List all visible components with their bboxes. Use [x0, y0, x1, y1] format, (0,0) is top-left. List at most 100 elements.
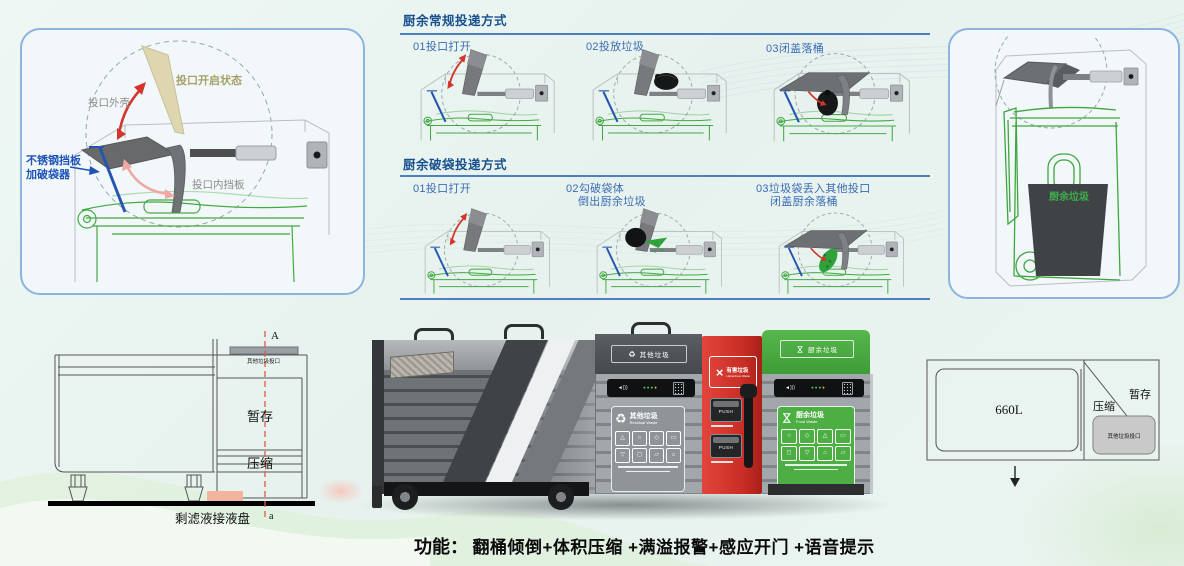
open-flap	[461, 49, 488, 96]
hazardous-title-cn: 有害垃圾	[726, 368, 749, 374]
step-diagram-open	[420, 49, 556, 142]
push-button-label: PUSH	[718, 445, 734, 450]
blue-pointer-arrow	[69, 166, 100, 175]
red-arrow-icon	[448, 212, 469, 247]
sorting-icon-cell: ◻	[781, 446, 797, 461]
sorting-icon-cell: ◻	[632, 448, 647, 463]
residual-top-sign: ♻ 其他垃圾	[611, 345, 687, 363]
wheel-icon	[548, 484, 574, 510]
step-diagram-hook-bag	[596, 208, 723, 295]
door-handle-knob	[740, 384, 757, 398]
residual-title-cn: 其他垃圾	[629, 412, 658, 420]
steel-plate-line	[98, 147, 127, 213]
push-button: PUSH	[710, 398, 742, 422]
sorting-icon-cell: ▱	[835, 446, 851, 461]
inner-flap-label: 投口内挡板	[192, 178, 245, 191]
open-flap	[463, 208, 487, 253]
outer-shell-label: 投口外壳	[88, 96, 130, 109]
section-divider-line	[400, 175, 930, 177]
button-caption-mark	[711, 461, 733, 463]
container-label-plate	[390, 351, 454, 379]
recycle-icon: ♻	[615, 411, 627, 426]
trash-bag	[653, 72, 679, 91]
side-view-drawing: A a 其他垃圾投口 暂存 压缩 剩滤液接液盘	[48, 330, 315, 526]
sorting-icon-cell: ◇	[649, 431, 664, 446]
lid-mechanism-panel: 投口开启状态 投口外壳 不锈钢挡板 加破袋器 投口内挡板	[20, 28, 365, 295]
lid-mechanism-diagram: 投口开启状态 投口外壳 不锈钢挡板 加破袋器 投口内挡板	[25, 40, 330, 283]
food-waste-icon: ⋈	[780, 412, 794, 424]
step-diagram-drop-waste	[592, 49, 728, 142]
section-divider-line	[400, 298, 930, 300]
bin-outline	[424, 212, 551, 295]
housing-outline	[995, 49, 1147, 287]
sorting-icon-cell: ▽	[615, 448, 630, 463]
green-bin-outline	[77, 190, 309, 283]
unit-top-cap: ⋈ 厨余垃圾	[762, 330, 870, 374]
container-body	[372, 340, 595, 494]
lid-arm	[476, 84, 549, 102]
residual-waste-unit: ♻ 其他垃圾 ◄))) ●●●● ♻ 其他垃圾 Residual Waste	[595, 322, 703, 518]
section-divider-line	[400, 33, 930, 35]
indicator-lights: ●●●●	[811, 384, 826, 390]
bin-outline	[773, 52, 911, 143]
volume-label: 660L	[995, 402, 1023, 417]
compression-machine: ♻ 其他垃圾 ◄))) ●●●● ♻ 其他垃圾 Residual Waste	[360, 322, 888, 520]
food-title-cn: 厨余垃圾	[796, 411, 824, 419]
sorting-icon-cell: ⌂	[817, 446, 833, 461]
food-placard: ⋈ 厨余垃圾 Food Waste ○◇ △▭ ◻▽ ⌂▱	[777, 406, 855, 494]
down-arrow-icon	[1010, 466, 1020, 487]
caption-prefix: 功能：	[414, 537, 468, 557]
bin-outline	[778, 212, 905, 295]
red-arrow-icon	[117, 82, 146, 140]
compress-label: 压缩	[1093, 400, 1115, 413]
open-flap-ghost	[141, 45, 185, 135]
speaker-icon: ◄)))	[785, 384, 795, 391]
storage-label: 暂存	[1129, 387, 1151, 401]
recycle-icon: ♻	[628, 349, 636, 359]
sorting-icon-cell: ▭	[666, 431, 681, 446]
hazardous-title-en: Hazardous Waste	[726, 374, 751, 378]
inner-flap-rod	[1048, 64, 1058, 109]
push-button-label: PUSH	[718, 409, 734, 414]
keypad-icon	[673, 381, 685, 395]
food-waste-bag	[1028, 184, 1108, 276]
keypad-icon	[841, 381, 853, 395]
wheel-icon	[392, 484, 418, 510]
container-underside	[384, 482, 589, 496]
food-top-sign: ⋈ 厨余垃圾	[780, 340, 854, 358]
bin-outline	[420, 53, 556, 142]
red-arrow-icon	[446, 53, 468, 90]
lid-arm	[477, 241, 544, 258]
left-pillar	[372, 340, 384, 494]
caption-text: 翻桶倾倒+体积压缩 +满溢报警+感应开门 +语音提示	[472, 538, 875, 557]
container-unit	[372, 322, 595, 518]
open-state-label: 投口开启状态	[176, 73, 242, 87]
steel-plate-label-line1: 不锈钢挡板	[26, 153, 82, 167]
step-diagram-open	[424, 208, 551, 295]
residual-sign-text: 其他垃圾	[639, 352, 670, 359]
sorting-icon-cell: ▱	[649, 448, 664, 463]
step-label: 倒出厨余垃圾	[578, 196, 646, 208]
storage-label: 暂存	[247, 409, 273, 424]
bag-label: 厨余垃圾	[1049, 190, 1090, 203]
inlet-label: 其他垃圾投口	[247, 357, 280, 365]
rotation-dashed-circle	[85, 40, 273, 228]
sorting-icon-cell: ▭	[835, 429, 851, 444]
sorting-icon-grid: ○◇ △▭ ◻▽ ⌂▱	[781, 429, 851, 461]
inlet-label: 其他垃圾投口	[1107, 432, 1140, 440]
step-label: 02投放垃圾	[586, 41, 645, 53]
sorting-icon-cell: ◇	[799, 429, 815, 444]
step-diagram-bag-other-inlet	[778, 212, 905, 295]
step-label: 01投口打开	[413, 183, 472, 195]
button-caption-mark	[711, 425, 733, 427]
open-flap	[633, 49, 660, 96]
push-button: PUSH	[710, 434, 742, 458]
other-inlet-area	[1092, 415, 1156, 455]
housing-outline	[74, 119, 330, 282]
speaker-icon: ◄)))	[617, 384, 628, 391]
section-label-A: A	[271, 330, 279, 342]
bin-drop-panel: 厨余垃圾	[948, 28, 1180, 299]
sorting-icon-cell: ▽	[799, 446, 815, 461]
sorting-icon-cell: ○	[781, 429, 797, 444]
